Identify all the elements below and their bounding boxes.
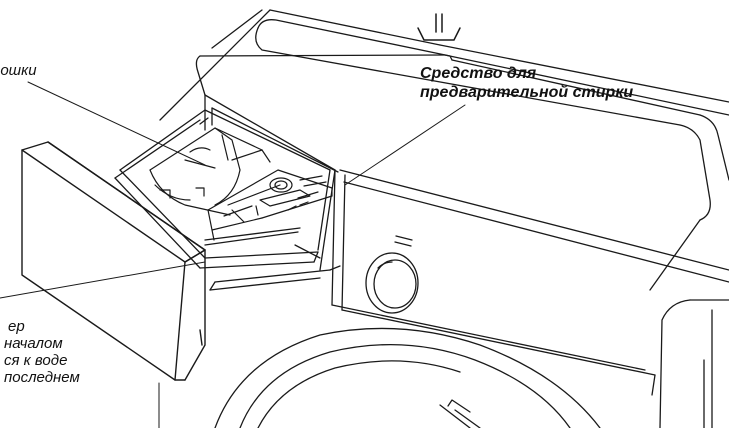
prewash-label-line-1: Средство для: [420, 65, 537, 82]
drawer-cavity: [199, 94, 339, 271]
softener-label-line-2: началом: [4, 335, 63, 352]
powder-label: рошки: [0, 62, 37, 79]
machine-top-outline: [159, 9, 729, 428]
main-wash-compartment: [149, 127, 271, 216]
callout-powder-compartment: рошки: [0, 62, 37, 79]
prewash-label-line-2: предварительной стирки: [420, 84, 634, 101]
prewash-tub-icon: [417, 13, 461, 41]
softener-compartment: [207, 169, 333, 241]
callout-softener-compartment: ер началом ся к воде последнем: [0, 318, 80, 386]
program-dial: [365, 252, 419, 314]
leader-lines: [0, 81, 466, 428]
door-ring: [214, 327, 601, 428]
softener-label-line-4: последнем: [4, 369, 80, 386]
drawer-tray: [114, 109, 341, 291]
control-panel: [331, 169, 656, 396]
callout-prewash-detergent: Средство для предварительной стирки: [420, 64, 633, 102]
softener-label-line-1: ер: [8, 318, 25, 335]
drawer-front-panel: [21, 141, 206, 381]
softener-label-line-3: ся к воде: [4, 352, 68, 369]
